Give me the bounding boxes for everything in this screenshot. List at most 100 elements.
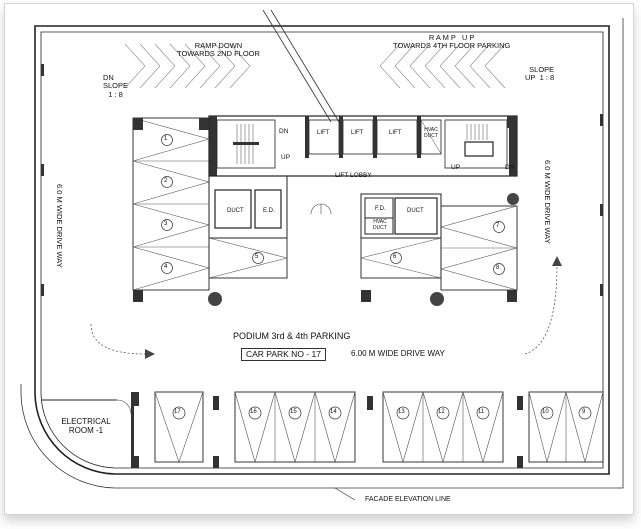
core-wall (209, 116, 217, 176)
ramp-up-sub: TOWARDS 4TH FLOOR PARKING (393, 41, 511, 51)
bay-number: 16 (250, 409, 257, 415)
bay-number: 6 (393, 254, 397, 260)
lift-wall (373, 116, 377, 158)
bay-number: 1 (164, 136, 168, 142)
drive-way-left: 6.0 M WIDE DRIVE WAY (55, 184, 64, 268)
bay-lines (234, 391, 356, 464)
bays-13-11 (382, 391, 504, 463)
duct-label: DUCT (227, 208, 244, 214)
bay-6-lines (360, 237, 442, 279)
ed-label: E.D. (263, 208, 275, 214)
electrical-wall (131, 400, 134, 456)
column-round (507, 193, 519, 205)
stair-left-up: UP (281, 154, 291, 161)
hvac-label: HVAC DUCT (373, 219, 387, 231)
slope-right: SLOPE UP 1 : 8 (525, 65, 555, 83)
bay-number: 4 (164, 264, 168, 270)
bay-number: 12 (438, 409, 445, 415)
bay-markers (161, 134, 592, 420)
left-stair (216, 119, 276, 169)
slope-left: DN SLOPE 1 : 8 (103, 73, 129, 99)
car-park-box: CAR PARK NO - 17 (241, 348, 326, 362)
bay-number: 9 (582, 409, 586, 415)
lift-label-2: LIFT (351, 130, 364, 136)
stair-divider (233, 142, 259, 145)
ramp-line (270, 9, 340, 123)
facade-line (20, 18, 624, 489)
lift-lobby-label: LIFT LOBBY (335, 172, 372, 179)
ramp-up-chevrons (379, 43, 506, 89)
arrow-head-icon (552, 256, 562, 266)
drive-way-right: 6.0 M WIDE DRIVE WAY (543, 160, 552, 244)
bay-number: 10 (542, 409, 549, 415)
bay-number: 14 (330, 409, 337, 415)
core-lower-left (208, 175, 288, 239)
lift-wall (417, 116, 421, 158)
bay-number: 3 (164, 221, 168, 227)
ramp-down-title: RAMP DOWN (194, 41, 243, 50)
lift-3 (376, 119, 418, 155)
column (133, 118, 143, 130)
slope-ratio: 1 : 8 (539, 73, 555, 83)
slope-label: SLOPE (103, 81, 129, 91)
bay-lines (382, 391, 504, 464)
column (507, 290, 517, 302)
column (361, 290, 371, 302)
fd-label: F.D. (375, 206, 386, 212)
bay-lines (154, 391, 204, 463)
lobby-door (310, 203, 332, 215)
arrow-head-icon (145, 349, 155, 359)
ramp-down-chevrons (124, 43, 251, 89)
bay-number: 13 (398, 409, 405, 415)
column-round (208, 292, 222, 306)
bay-6-box (360, 237, 442, 279)
ed-room (254, 189, 282, 229)
stair-right-up: UP (451, 164, 461, 171)
bay-number: 2 (164, 178, 168, 184)
lift-wall (339, 116, 343, 158)
bay-number: 15 (290, 409, 297, 415)
ramp-down-sub: TOWARDS 2ND FLOOR (177, 49, 260, 59)
ramp-down-label: RAMP DOWN TOWARDS 2ND FLOOR (177, 41, 260, 59)
stair-right-dn: DN (505, 164, 515, 171)
wall-stubs (41, 64, 603, 468)
right-stair-treads (466, 124, 488, 140)
bay-17-box (154, 391, 204, 463)
hvac-duct-label: HVAC DUCT (424, 127, 438, 139)
parking-title: PODIUM 3rd & 4th PARKING (233, 331, 351, 341)
right-bay-lines (439, 205, 518, 291)
ramp-up-label: R A M P U P TOWARDS 4TH FLOOR PARKING (393, 33, 511, 51)
column (133, 290, 143, 302)
bay-lines (528, 391, 604, 464)
lift-1 (308, 119, 340, 155)
stair-landing (464, 141, 494, 157)
column (199, 118, 209, 130)
flow-arrow-right (524, 263, 558, 355)
core-wall (509, 116, 517, 176)
bay-number: 11 (478, 409, 485, 415)
slope-ratio: 1 : 8 (108, 89, 123, 99)
core-lower-right (360, 193, 442, 239)
ramp-line (262, 9, 332, 123)
duct-label-2: DUCT (407, 208, 424, 214)
lift-2 (342, 119, 374, 155)
lift-label-3: LIFT (389, 130, 402, 136)
column-round (430, 292, 444, 306)
bay-5-box (208, 237, 288, 279)
up-label: UP (525, 73, 536, 83)
slope-label: SLOPE (529, 65, 555, 74)
inner-wall (40, 31, 604, 469)
lift-wall (305, 116, 309, 158)
duct-cross (420, 119, 442, 155)
hvac-room (364, 217, 394, 235)
bay-number: 7 (496, 223, 500, 229)
right-stair (444, 119, 508, 169)
column (507, 116, 517, 128)
bays-16-14 (234, 391, 356, 463)
duct-room-2 (394, 197, 438, 235)
floor-plan (20, 9, 624, 501)
bay-number: 17 (174, 409, 181, 415)
lift-label-1: LIFT (317, 130, 330, 136)
stair-left-dn: DN (279, 128, 289, 135)
bay-number: 8 (496, 265, 500, 271)
